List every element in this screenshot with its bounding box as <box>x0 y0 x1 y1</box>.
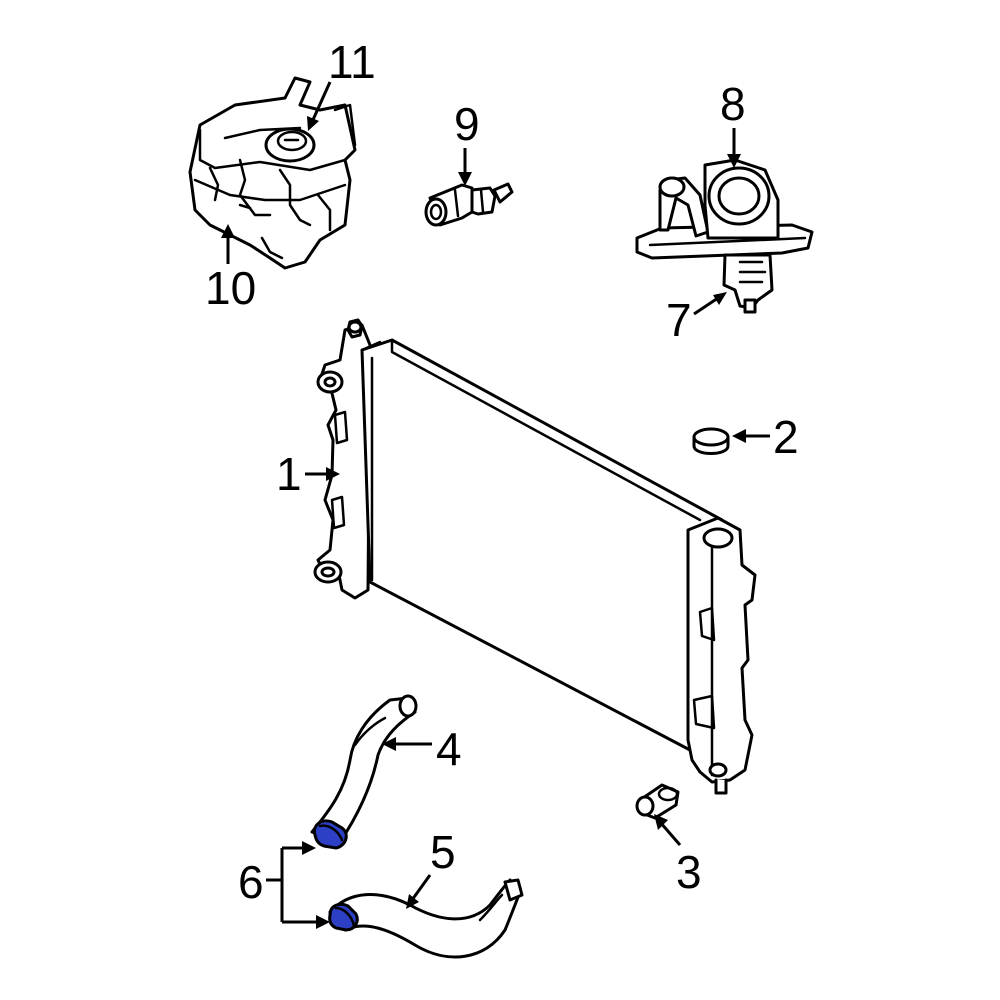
callout-7: 7 <box>666 294 692 346</box>
coolant-reservoir <box>188 76 357 270</box>
temperature-sensor <box>424 182 514 227</box>
drain-plug-seal <box>692 427 730 455</box>
lower-radiator-hose <box>328 878 524 959</box>
callout-labels: 1 2 3 4 5 6 7 8 9 10 11 <box>205 36 799 908</box>
callout-2: 2 <box>773 411 799 463</box>
reservoir-cap <box>264 127 316 163</box>
callout-4: 4 <box>436 723 462 775</box>
radiator-right-tank <box>686 516 757 784</box>
leader-lines <box>221 81 770 929</box>
hose-clamp-upper <box>312 819 348 850</box>
thermostat-housing <box>635 158 814 314</box>
callout-9: 9 <box>454 98 480 150</box>
hose-clamps <box>312 819 359 932</box>
callout-3: 3 <box>676 846 702 898</box>
callout-6: 6 <box>238 856 264 908</box>
hose-clamp-lower <box>328 902 359 932</box>
upper-radiator-hose <box>310 694 418 844</box>
drain-plug <box>635 783 680 820</box>
reservoir-body <box>188 76 357 270</box>
callout-5: 5 <box>430 826 456 878</box>
callout-11: 11 <box>328 36 376 88</box>
radiator <box>313 318 757 795</box>
callout-8: 8 <box>720 78 746 130</box>
radiator-core <box>360 338 724 752</box>
callout-10: 10 <box>205 262 256 314</box>
callout-1: 1 <box>276 448 302 500</box>
